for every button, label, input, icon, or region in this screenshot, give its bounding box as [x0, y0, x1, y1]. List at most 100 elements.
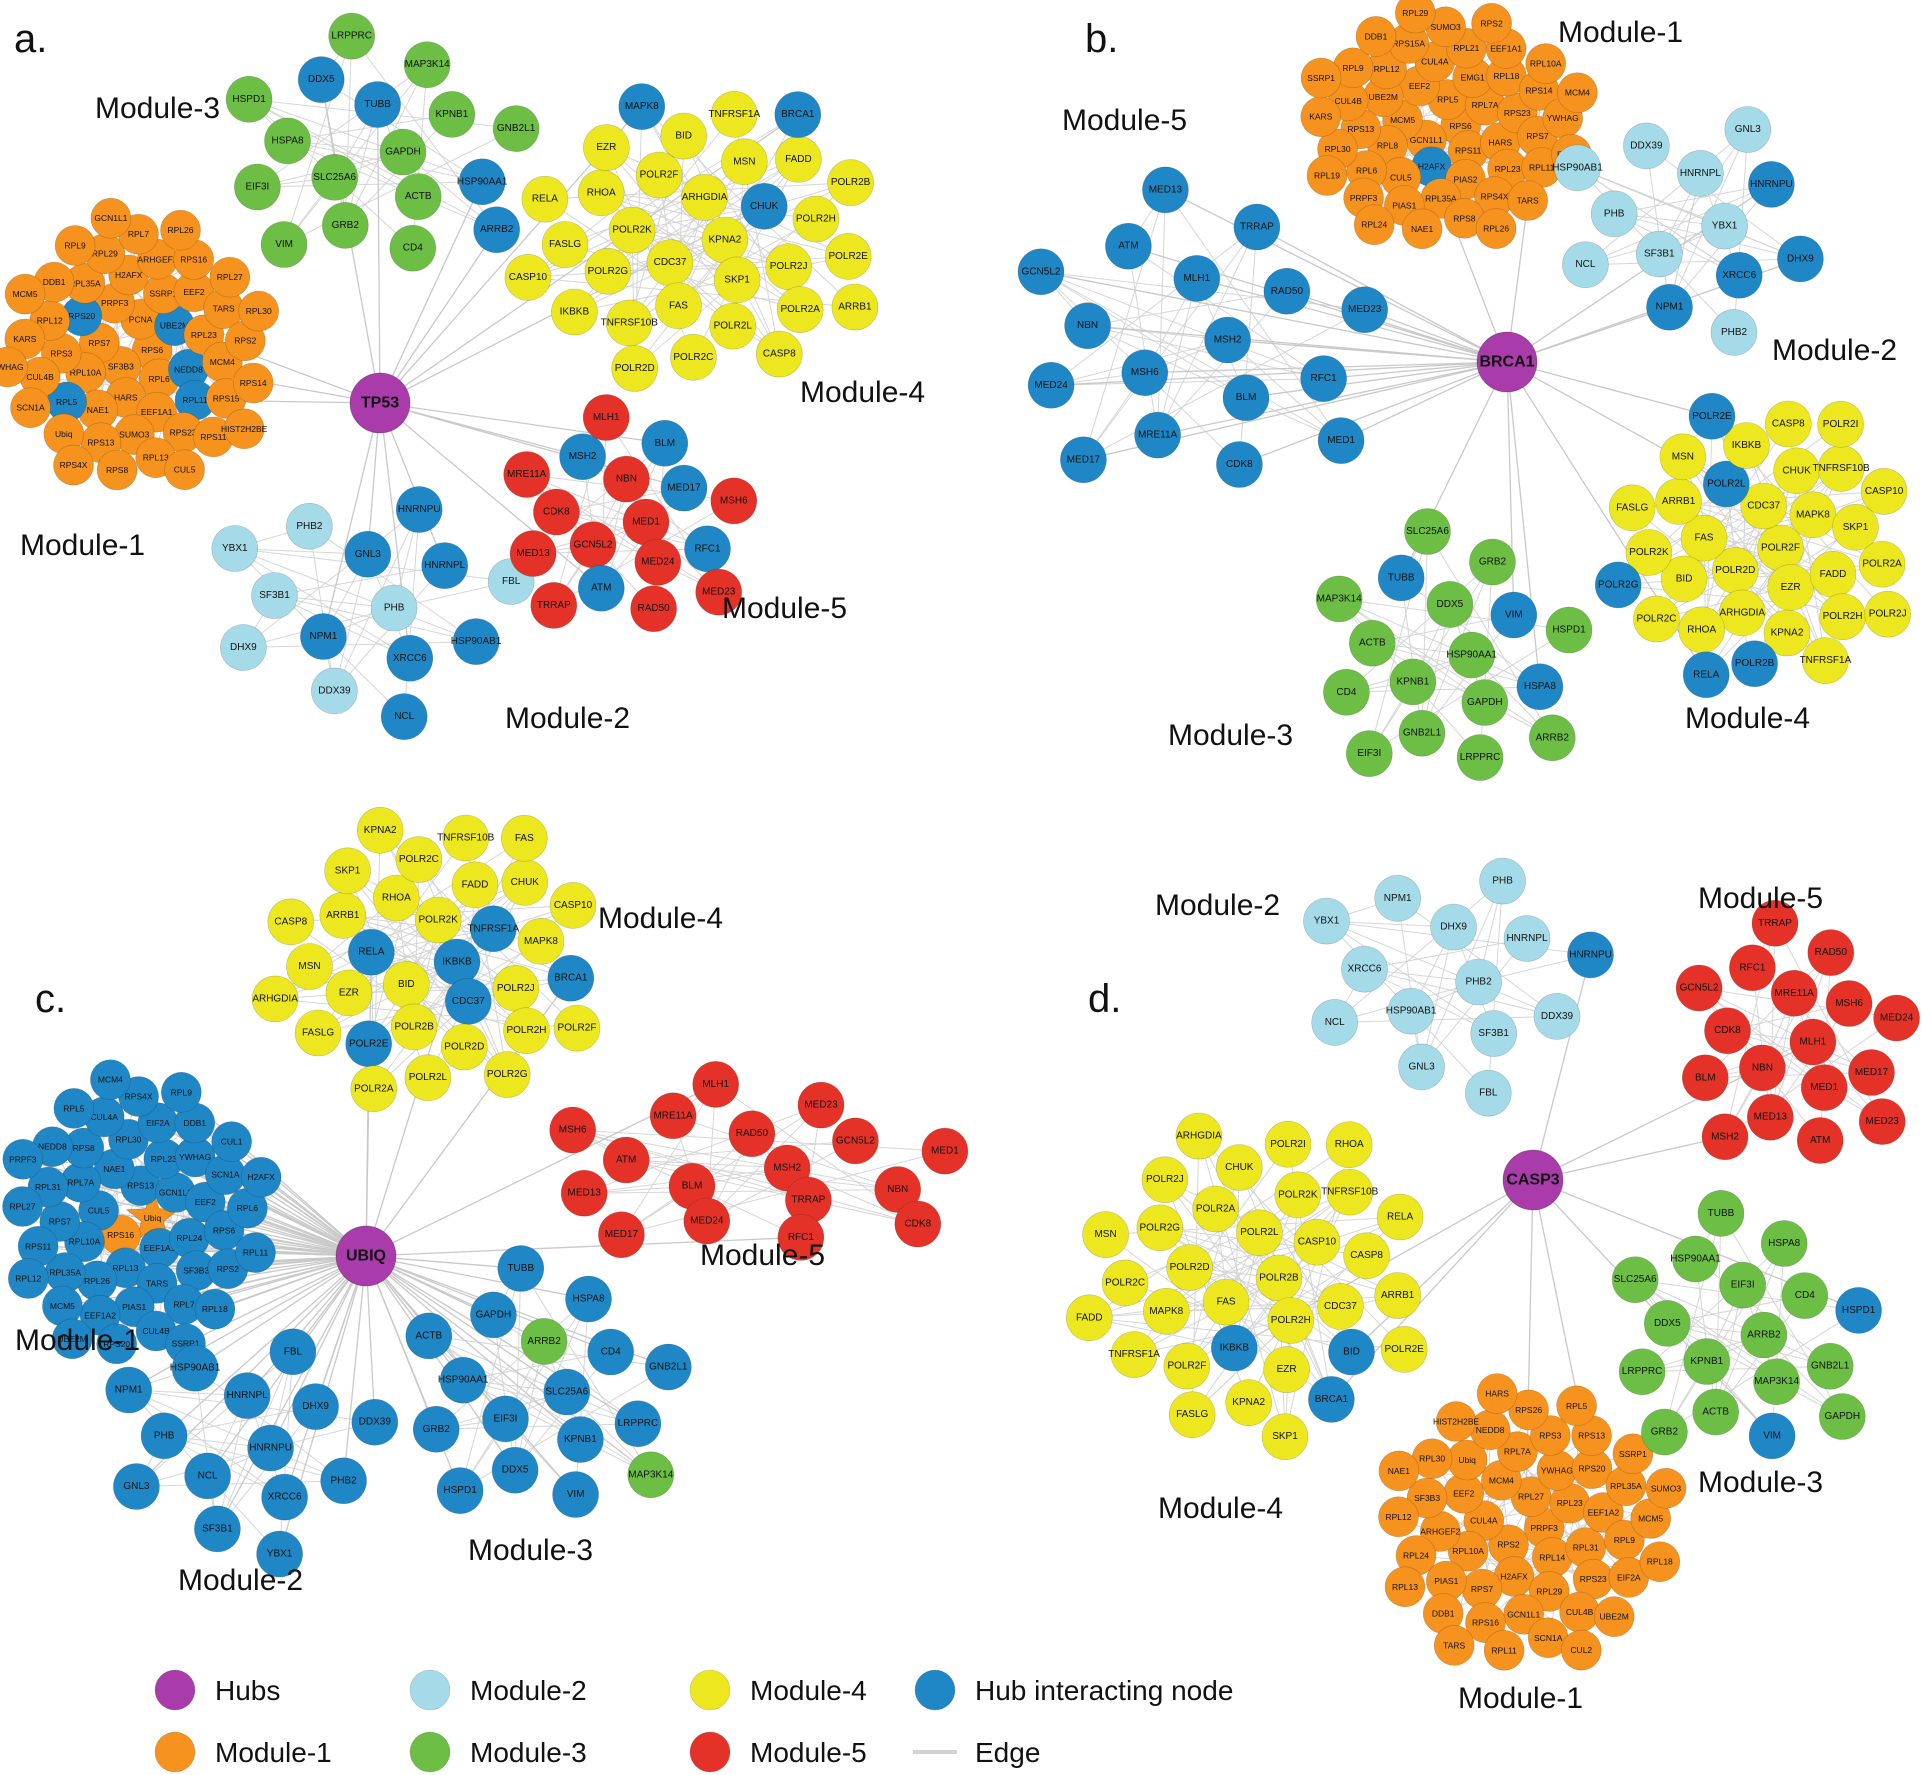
node-BLM[interactable]: BLM	[641, 419, 689, 467]
node-ARRB2[interactable]: ARRB2	[1529, 714, 1576, 762]
node-FADD[interactable]: FADD	[451, 861, 499, 909]
node-POLR2B[interactable]: POLR2B	[827, 159, 874, 206]
node-YWHAG[interactable]: YWHAG	[1536, 1450, 1578, 1491]
node-SLC25A6[interactable]: SLC25A6	[1611, 1256, 1659, 1303]
node-DDX5[interactable]: DDX5	[1426, 581, 1474, 628]
node-MED17[interactable]: MED17	[1060, 436, 1107, 484]
node-MSN[interactable]: MSN	[286, 943, 333, 990]
node-ACTB[interactable]: ACTB	[394, 173, 442, 220]
node-DHX9[interactable]: DHX9	[1777, 235, 1824, 283]
node-CUL4B[interactable]: CUL4B	[1559, 1591, 1600, 1633]
node-EEF2[interactable]: EEF2	[184, 1181, 226, 1223]
node-XRCC6[interactable]: XRCC6	[1341, 945, 1388, 993]
node-ATM[interactable]: ATM	[602, 1136, 650, 1184]
node-TNFRSF1A[interactable]: TNFRSF1A	[467, 905, 519, 953]
node-POLR2J[interactable]: POLR2J	[765, 243, 812, 291]
node-ARRB1[interactable]: ARRB1	[319, 892, 367, 939]
node-RPL29[interactable]: RPL29	[1529, 1571, 1570, 1612]
node-POLR2E[interactable]: POLR2E	[1688, 392, 1736, 440]
node-GNB2L1[interactable]: GNB2L1	[1398, 709, 1446, 757]
node-GRB2[interactable]: GRB2	[1469, 538, 1516, 586]
node-CDC37[interactable]: CDC37	[646, 239, 694, 287]
node-SKP1[interactable]: SKP1	[324, 847, 371, 895]
node-POLR2G[interactable]: POLR2G	[483, 1051, 531, 1098]
node-FBL[interactable]: FBL	[1465, 1069, 1512, 1117]
node-PHB[interactable]: PHB	[370, 584, 418, 632]
node-POLR2A[interactable]: POLR2A	[1192, 1185, 1239, 1233]
node-MSH2[interactable]: MSH2	[1204, 316, 1251, 364]
node-DHX9[interactable]: DHX9	[1430, 903, 1477, 951]
node-POLR2B[interactable]: POLR2B	[1731, 640, 1778, 688]
node-NAE1[interactable]: NAE1	[1401, 208, 1443, 250]
node-RPS4X[interactable]: RPS4X	[53, 444, 94, 486]
node-EZR[interactable]: EZR	[583, 124, 630, 171]
node-RPS14[interactable]: RPS14	[232, 362, 274, 404]
node-TUBB[interactable]: TUBB	[497, 1245, 545, 1292]
node-RPL27[interactable]: RPL27	[2, 1186, 43, 1227]
node-TRRAP[interactable]: TRRAP	[1751, 899, 1799, 947]
node-MSH2[interactable]: MSH2	[1701, 1113, 1749, 1161]
node-YBX1[interactable]: YBX1	[1701, 202, 1748, 250]
node-DDX39[interactable]: DDX39	[1533, 993, 1581, 1040]
node-MED17[interactable]: MED17	[598, 1211, 645, 1258]
node-MLH1[interactable]: MLH1	[582, 394, 630, 441]
node-MSH6[interactable]: MSH6	[549, 1106, 597, 1154]
node-BID[interactable]: BID	[382, 961, 430, 1008]
node-POLR2E[interactable]: POLR2E	[824, 233, 872, 280]
node-MED23[interactable]: MED23	[1858, 1098, 1906, 1145]
node-DDX39[interactable]: DDX39	[311, 667, 358, 715]
node-HSP90AA1[interactable]: HSP90AA1	[1446, 631, 1497, 679]
node-POLR2H[interactable]: POLR2H	[1819, 593, 1866, 641]
node-CD4[interactable]: CD4	[389, 224, 437, 272]
node-ATM[interactable]: ATM	[577, 564, 625, 612]
node-SKP1[interactable]: SKP1	[713, 256, 761, 304]
node-ARRB2[interactable]: ARRB2	[473, 206, 521, 253]
node-FAS[interactable]: FAS	[655, 282, 702, 330]
node-SF3B1[interactable]: SF3B1	[1636, 230, 1683, 278]
node-NPM1[interactable]: NPM1	[300, 613, 347, 660]
node-PHB2[interactable]: PHB2	[1455, 958, 1502, 1006]
node-SKP1[interactable]: SKP1	[1832, 503, 1879, 551]
node-RPL9[interactable]: RPL9	[161, 1072, 202, 1113]
node-KPNA2[interactable]: KPNA2	[1225, 1379, 1272, 1426]
node-HNRNPL[interactable]: HNRNPL	[421, 542, 469, 589]
node-MAP3K14[interactable]: MAP3K14	[403, 41, 451, 88]
node-GAPDH[interactable]: GAPDH	[1819, 1393, 1866, 1440]
node-LRPPRC[interactable]: LRPPRC	[614, 1400, 662, 1447]
node-NBN[interactable]: NBN	[874, 1166, 922, 1213]
node-CASP10[interactable]: CASP10	[504, 254, 552, 301]
node-RFC1[interactable]: RFC1	[684, 525, 731, 573]
node-UBE2M[interactable]: UBE2M	[1593, 1596, 1635, 1637]
node-TNFRSF1A[interactable]: TNFRSF1A	[1108, 1331, 1160, 1378]
node-CUL1[interactable]: CUL1	[211, 1121, 252, 1162]
node-VIM[interactable]: VIM	[260, 221, 308, 268]
node-GNL3[interactable]: GNL3	[344, 530, 392, 578]
node-HSPD1[interactable]: HSPD1	[225, 76, 273, 123]
node-YWHAG[interactable]: YWHAG	[0, 346, 28, 388]
node-RHOA[interactable]: RHOA	[372, 874, 420, 922]
node-RPS8[interactable]: RPS8	[96, 449, 138, 491]
node-SKP1[interactable]: SKP1	[1261, 1413, 1309, 1460]
node-POLR2E[interactable]: POLR2E	[345, 1020, 393, 1068]
node-MSH6[interactable]: MSH6	[710, 477, 758, 525]
node-CD4[interactable]: CD4	[587, 1328, 635, 1376]
node-EEF1A2[interactable]: EEF1A2	[1583, 1492, 1624, 1533]
node-RFC1[interactable]: RFC1	[1729, 944, 1776, 992]
node-MAP3K14[interactable]: MAP3K14	[627, 1451, 675, 1499]
node-POLR2J[interactable]: POLR2J	[1864, 590, 1911, 638]
node-CD4[interactable]: CD4	[1781, 1272, 1829, 1319]
node-TRRAP[interactable]: TRRAP	[530, 582, 578, 629]
node-MED1[interactable]: MED1	[1800, 1064, 1848, 1111]
node-SLC25A6[interactable]: SLC25A6	[311, 154, 359, 201]
node-NPM1[interactable]: NPM1	[1374, 874, 1421, 922]
node-CHUK[interactable]: CHUK	[501, 859, 549, 906]
node-FAS[interactable]: FAS	[500, 814, 548, 862]
node-MED13[interactable]: MED13	[1142, 166, 1189, 214]
node-XRCC6[interactable]: XRCC6	[1715, 251, 1763, 299]
node-CDK8[interactable]: CDK8	[1704, 1007, 1751, 1054]
node-RPL18[interactable]: RPL18	[1639, 1541, 1681, 1582]
node-YWHAG[interactable]: YWHAG	[174, 1136, 216, 1178]
node-TUBB[interactable]: TUBB	[1697, 1190, 1745, 1237]
node-RAD50[interactable]: RAD50	[630, 585, 677, 633]
node-POLR2L[interactable]: POLR2L	[709, 302, 757, 350]
